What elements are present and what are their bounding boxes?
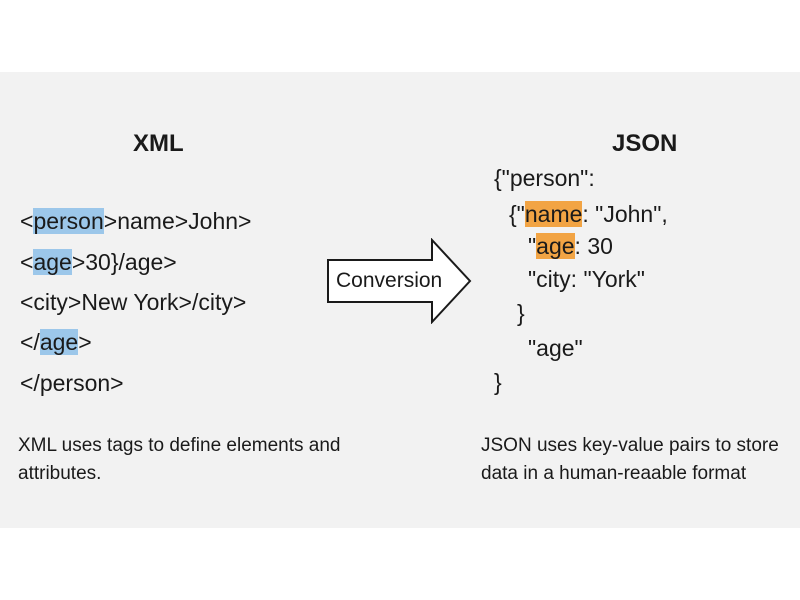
json-line: {"person": [494, 165, 595, 191]
json-line: "age" [528, 335, 583, 361]
json-line: } [494, 369, 502, 395]
xml-title: XML [133, 130, 184, 157]
xml-caption-line: attributes. [18, 463, 102, 484]
conversion-label: Conversion [336, 269, 443, 292]
xml-line: </age> [20, 329, 92, 355]
json-line: {"name: "John", [509, 201, 668, 227]
xml-caption-line: XML uses tags to define elements and [18, 435, 341, 456]
json-caption-line: JSON uses key-value pairs to store [481, 435, 779, 456]
json-title: JSON [612, 130, 678, 157]
xml-line: <person>name>John> [20, 208, 252, 234]
xml-line: <age>30}/age> [20, 249, 177, 275]
right-arrow-icon [327, 237, 472, 325]
xml-line: </person> [20, 370, 124, 396]
json-line: "age: 30 [528, 233, 613, 259]
xml-line: <city>New York>/city> [20, 289, 247, 315]
json-caption: JSON uses key-value pairs to store data … [481, 432, 779, 488]
json-caption-line: data in a human-reaable format [481, 463, 747, 484]
json-line: } [517, 300, 525, 326]
xml-caption: XML uses tags to define elements and att… [18, 432, 341, 488]
json-line: "city: "York" [528, 266, 645, 292]
conversion-arrow: Conversion [326, 237, 472, 325]
